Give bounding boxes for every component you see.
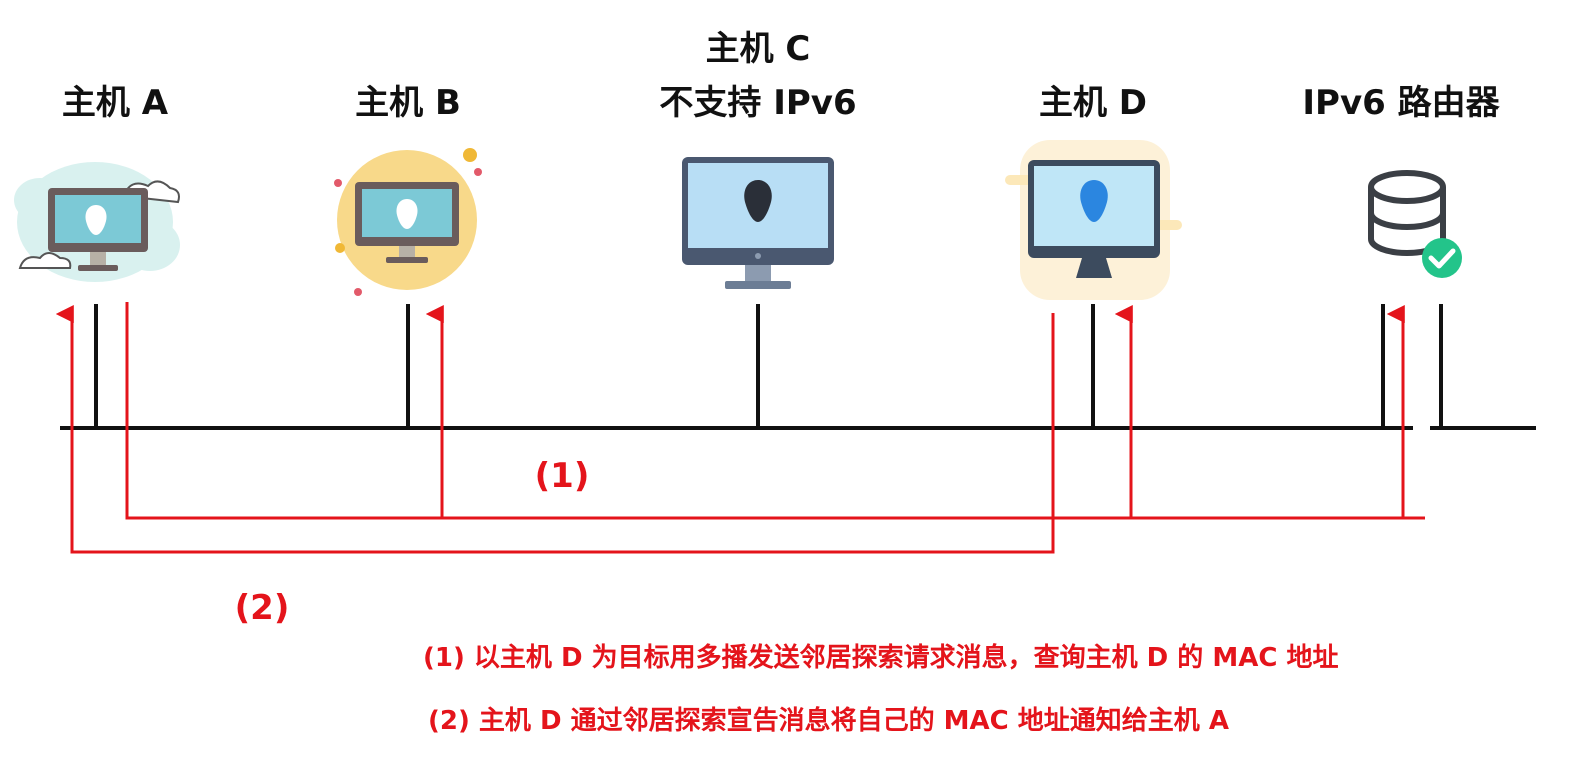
host-a-monitor-icon	[14, 162, 180, 282]
host-b-monitor-icon	[334, 148, 482, 296]
note-step1: (1) 以主机 D 为目标用多播发送邻居探索请求消息，查询主机 D 的 MAC …	[423, 643, 1339, 673]
step2-advert-arrow	[55, 305, 1055, 554]
note-step2: (2) 主机 D 通过邻居探索宣告消息将自己的 MAC 地址通知给主机 A	[428, 706, 1229, 736]
network-bus	[60, 304, 1536, 430]
host-c-imac-icon	[682, 157, 834, 289]
host-d-label: 主机 D	[1038, 83, 1148, 123]
step2-label: (2)	[234, 588, 290, 628]
host-b-label: 主机 B	[355, 83, 461, 123]
router-label: IPv6 路由器	[1302, 83, 1500, 123]
router-database-icon	[1368, 170, 1462, 278]
host-d-monitor-icon	[1005, 140, 1182, 300]
host-c-label-line2: 不支持 IPv6	[659, 83, 857, 123]
host-c-label-line1: 主机 C	[705, 29, 811, 69]
step1-multicast-arrow	[125, 302, 1425, 520]
step1-label: (1)	[534, 456, 590, 496]
host-a-label: 主机 A	[61, 83, 169, 123]
